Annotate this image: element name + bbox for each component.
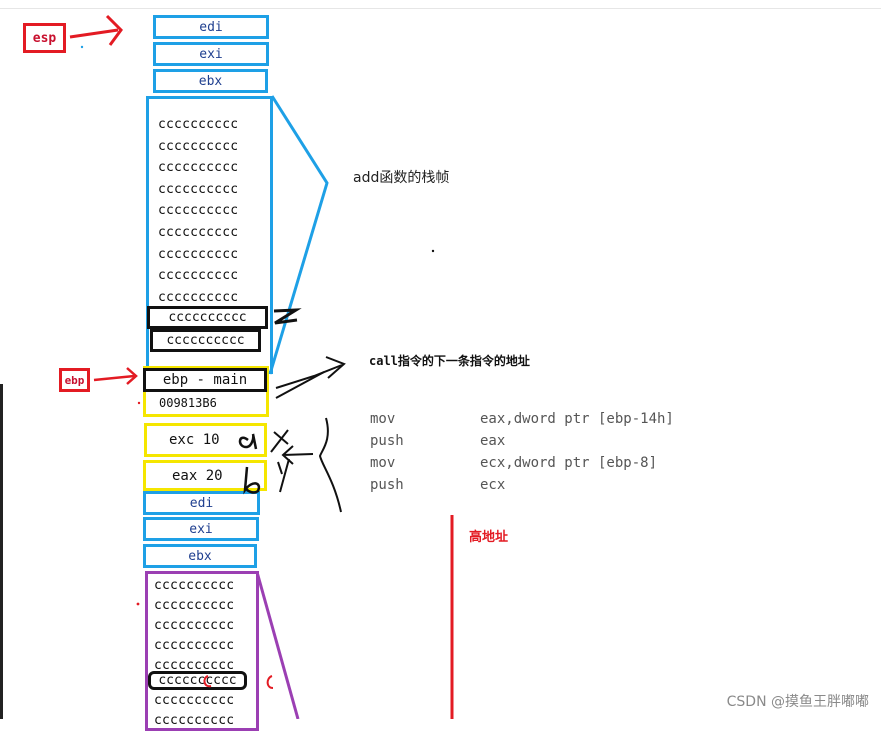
main-fill-row: cccccccccc xyxy=(154,638,235,653)
main-fill-row: cccccccccc xyxy=(154,618,235,633)
hand-b xyxy=(243,466,261,495)
z-scribble xyxy=(273,308,302,325)
add-fill-row: cccccccccc xyxy=(158,246,239,262)
hand-x xyxy=(270,429,289,453)
add-fill-row: cccccccccc xyxy=(158,181,239,197)
add-frame-bracket xyxy=(268,95,329,375)
call-note-arrow-head xyxy=(275,356,346,399)
asm-listing: mov eax,dword ptr [ebp-14h] push eax mov ec… xyxy=(370,408,674,496)
main-fill-row: cccccccccc xyxy=(154,598,235,613)
asm-row: push ecx xyxy=(370,474,674,496)
left-edge-bar xyxy=(0,384,3,719)
add-fill-row: cccccccccc xyxy=(158,268,239,284)
ebp-arrow xyxy=(93,374,135,382)
call-note-arrow xyxy=(275,364,343,389)
asm-arrow xyxy=(281,445,314,465)
arg-a-cell: exc 10 xyxy=(144,423,267,457)
esp-arrow-head xyxy=(105,14,123,46)
reg-ebx-top: ebx xyxy=(153,69,268,93)
asm-bracket xyxy=(318,417,342,513)
main-fill-row: cccccccccc xyxy=(154,578,235,593)
add-fill-row: cccccccccc xyxy=(158,160,239,176)
dot-mark xyxy=(431,249,435,253)
asm-op: push xyxy=(370,477,404,493)
top-divider xyxy=(0,8,881,9)
add-fill-row: cccccccccc xyxy=(158,224,239,240)
hand-c-red xyxy=(203,675,212,688)
add-fill-list: cccccccccc cccccccccc cccccccccc ccccccc… xyxy=(158,114,238,308)
add-marked-row-2: cccccccccc xyxy=(150,329,261,352)
add-fill-row: cccccccccc xyxy=(158,138,239,154)
ebp-label: ebp xyxy=(59,368,90,392)
ebp-arrow-head xyxy=(126,367,138,385)
asm-arg: ecx xyxy=(480,477,506,493)
high-address-label: 高地址 xyxy=(469,530,509,545)
dot-mark xyxy=(137,401,141,405)
add-fill-row: cccccccccc xyxy=(158,117,239,132)
main-marked-row: cccccccccc xyxy=(148,671,247,690)
add-frame-caption: add函数的栈帧 xyxy=(353,170,450,186)
asm-row: mov ecx,dword ptr [ebp-8] xyxy=(370,452,674,474)
reg-exi-bottom: exi xyxy=(143,517,259,541)
add-fill-row: cccccccccc xyxy=(158,289,239,305)
asm-op: mov xyxy=(370,411,396,427)
asm-op: mov xyxy=(370,455,396,471)
dot-mark xyxy=(80,45,84,49)
call-note: call指令的下一条指令的地址 xyxy=(369,354,530,368)
asm-arg: eax,dword ptr [ebp-14h] xyxy=(480,411,674,427)
esp-arrow xyxy=(69,28,119,39)
arg-b-cell: eax 20 xyxy=(143,460,267,491)
main-fill-list: cccccccccc cccccccccc cccccccccc ccccccc… xyxy=(154,576,234,676)
main-fill-row: cccccccccc xyxy=(154,693,235,708)
hand-y xyxy=(277,458,290,493)
asm-row: mov eax,dword ptr [ebp-14h] xyxy=(370,408,674,430)
main-fill-row: cccccccccc xyxy=(154,658,235,673)
hand-c-red-right xyxy=(266,675,274,689)
watermark: CSDN @摸鱼王胖嘟嘟 xyxy=(726,694,869,710)
ebp-main-cell: ebp - main xyxy=(143,368,267,392)
dot-mark xyxy=(136,602,140,606)
add-fill-row: cccccccccc xyxy=(158,203,239,219)
asm-arg: eax xyxy=(480,433,506,449)
hand-a xyxy=(238,433,258,450)
asm-op: push xyxy=(370,433,404,449)
return-address: 009813B6 xyxy=(159,396,217,410)
reg-ebx-bottom: ebx xyxy=(143,544,257,568)
esp-label: esp xyxy=(23,23,66,53)
reg-exi-top: exi xyxy=(153,42,269,66)
asm-row: push eax xyxy=(370,430,674,452)
reg-edi-top: edi xyxy=(153,15,269,39)
add-marked-row-1: cccccccccc xyxy=(147,306,268,329)
main-frame-bracket xyxy=(255,571,300,719)
reg-edi-bottom: edi xyxy=(143,491,260,515)
asm-arg: ecx,dword ptr [ebp-8] xyxy=(480,455,658,471)
